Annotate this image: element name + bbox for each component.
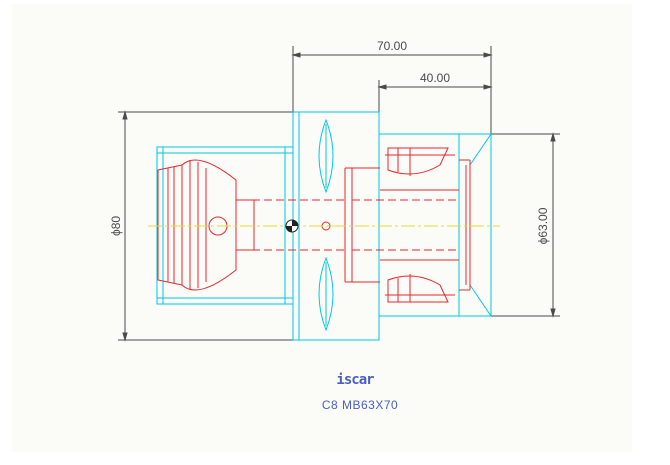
dim-body-diameter: ϕ63.00 bbox=[536, 207, 550, 244]
part-code-label: C8 MB63X70 bbox=[321, 398, 399, 412]
logo-text: iscar bbox=[336, 372, 374, 388]
hidden-lines bbox=[157, 147, 471, 303]
iscar-logo-icon: iscar bbox=[325, 372, 385, 388]
dim-body-length: 40.00 bbox=[420, 71, 450, 85]
origin-marker-icon bbox=[285, 219, 299, 233]
dim-shank-diameter: ϕ80 bbox=[109, 216, 123, 236]
dim-overall-length: 70.00 bbox=[377, 39, 407, 53]
